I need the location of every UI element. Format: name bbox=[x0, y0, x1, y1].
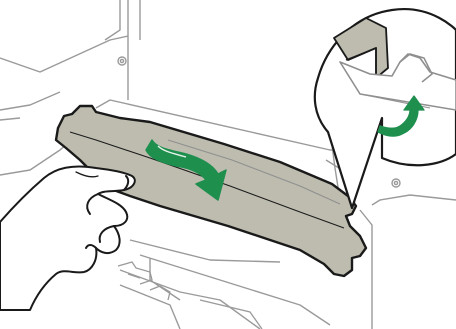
illustration bbox=[0, 0, 456, 329]
illustration-svg bbox=[0, 0, 456, 329]
